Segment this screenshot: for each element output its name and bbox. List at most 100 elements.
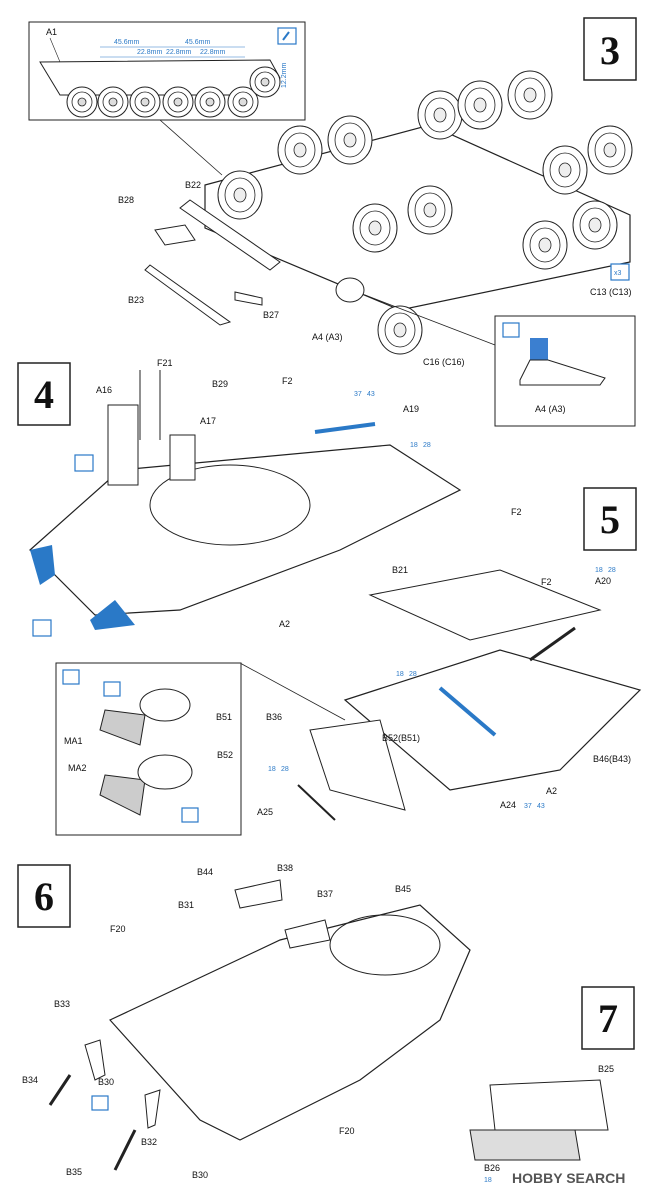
part-label-a19: A19 xyxy=(403,404,419,414)
part-label-b34: B34 xyxy=(22,1075,38,1085)
part-label-b46: B46(B43) xyxy=(593,754,631,764)
part-label-ma1: MA1 xyxy=(64,736,83,746)
part-label-b30: B30 xyxy=(98,1077,114,1087)
dim-label: 45.6mm xyxy=(114,39,139,46)
highlight-area xyxy=(30,545,55,585)
detail-inset-hatch: MA1 B51 MA2 B52 xyxy=(55,662,242,836)
step-number-box xyxy=(583,487,637,551)
ref-number: 43 xyxy=(367,391,375,398)
part-label-a4: A4 (A3) xyxy=(312,332,343,342)
part-label-c16: C16 (C16) xyxy=(423,357,465,367)
part-label-b31: B31 xyxy=(178,900,194,910)
part-label-b26: B26 xyxy=(484,1163,500,1173)
ref-number: 28 xyxy=(423,442,431,449)
inset-label-a4: A4 (A3) xyxy=(535,404,566,414)
side-view-inset: A1 45.6mm 45.6mm 22.8mm 22.8mm 22.8mm 12… xyxy=(28,21,306,121)
part-label-f20: F20 xyxy=(110,924,126,934)
ref-number: 37 xyxy=(354,391,362,398)
hull-rear xyxy=(343,649,642,791)
part-b34 xyxy=(48,1074,72,1106)
repeat-icon xyxy=(610,263,630,281)
ref-number: 18 xyxy=(268,766,276,773)
part-b22 xyxy=(179,199,281,271)
paint-icon xyxy=(74,454,94,472)
step-number-box xyxy=(17,864,71,928)
part-label-b45: B45 xyxy=(395,884,411,894)
part-b27 xyxy=(234,291,263,306)
part-b51 xyxy=(139,688,191,722)
dim-label: 45.6mm xyxy=(185,39,210,46)
part-b21 xyxy=(368,569,602,641)
ref-number: 37 xyxy=(524,803,532,810)
ref-number: 28 xyxy=(608,567,616,574)
step-number: 6 xyxy=(34,874,54,919)
part-b35 xyxy=(113,1129,137,1171)
ref-number: 18 xyxy=(396,671,404,678)
part-b23 xyxy=(144,264,232,326)
glue-icon xyxy=(62,669,80,685)
ref-number: 43 xyxy=(537,803,545,810)
step-3: 3 A1 45.6mm 45.6mm 22.8mm 22.8mm 22.8mm … xyxy=(28,17,637,427)
step-6: 6 B38 B44 B37 B45 B31 F20 B33 B30 B34 B3… xyxy=(17,863,471,1180)
part-label-f2: F2 xyxy=(511,507,522,517)
ref-number: 28 xyxy=(409,671,417,678)
watermark: HOBBY SEARCH xyxy=(512,1170,625,1186)
part-label-b28: B28 xyxy=(118,195,134,205)
part-label-b52: B52 xyxy=(217,750,233,760)
part-label-b44: B44 xyxy=(197,867,213,877)
part-label-b23: B23 xyxy=(128,295,144,305)
part-label-b27: B27 xyxy=(263,310,279,320)
part-b26 xyxy=(469,1129,581,1161)
step-number: 7 xyxy=(598,996,618,1041)
step-number-box xyxy=(17,362,71,426)
ref-number: 18 xyxy=(595,567,603,574)
part-a19 xyxy=(314,422,376,434)
part-label-b38: B38 xyxy=(277,863,293,873)
part-label-a25: A25 xyxy=(257,807,273,817)
part-label-a17: A17 xyxy=(200,416,216,426)
repeat-count: x3 xyxy=(614,270,622,277)
part-label-b36: B36 xyxy=(266,712,282,722)
step-number: 5 xyxy=(600,497,620,542)
part-label-f21: F21 xyxy=(157,358,173,368)
drop-icon xyxy=(103,681,121,697)
ref-number: 28 xyxy=(281,766,289,773)
detail-inset-a4: A4 (A3) xyxy=(494,315,636,427)
part-b38 xyxy=(234,879,283,909)
step-5: 5 B21 F2 F2 A20 B36 B52(B51) A24 B46(B43… xyxy=(55,487,642,836)
part-b52 xyxy=(137,754,193,790)
dim-label: 22.8mm xyxy=(137,49,162,56)
part-b36 xyxy=(309,719,406,811)
part-b28 xyxy=(154,224,196,246)
step-number: 4 xyxy=(34,372,54,417)
step-4: 4 F21 A16 B29 F2 A17 A19 A2 37 43 18 28 xyxy=(17,358,462,637)
part-label-f2: F2 xyxy=(282,376,293,386)
part-label-a2: A2 xyxy=(279,619,290,629)
ref-number: 18 xyxy=(410,442,418,449)
part-label-b52: B52(B51) xyxy=(382,733,420,743)
upper-hull xyxy=(29,444,462,616)
dim-label: 22.8mm xyxy=(200,49,225,56)
highlight-area xyxy=(530,338,548,363)
part-a24 xyxy=(438,686,497,737)
part-label-c13: C13 (C13) xyxy=(590,287,632,297)
part-b37 xyxy=(284,919,331,949)
part-label-b21: B21 xyxy=(392,565,408,575)
part-a20 xyxy=(529,626,576,662)
step-number-box: 3 xyxy=(583,17,637,81)
step-number: 3 xyxy=(600,28,620,73)
part-label-ma2: MA2 xyxy=(68,763,87,773)
part-ma2 xyxy=(99,774,146,816)
part-label-a16: A16 xyxy=(96,385,112,395)
highlight-area xyxy=(90,600,135,630)
part-label-a2: A2 xyxy=(546,786,557,796)
part-label-a24: A24 xyxy=(500,800,516,810)
inset-label-a1: A1 xyxy=(46,27,57,37)
part-label-b51: B51 xyxy=(216,712,232,722)
part-label-b37: B37 xyxy=(317,889,333,899)
part-label-f2: F2 xyxy=(541,577,552,587)
part-label-f20: F20 xyxy=(339,1126,355,1136)
part-label-b22: B22 xyxy=(185,180,201,190)
dim-label: 12.2mm xyxy=(281,63,288,88)
part-a17 xyxy=(169,434,196,481)
